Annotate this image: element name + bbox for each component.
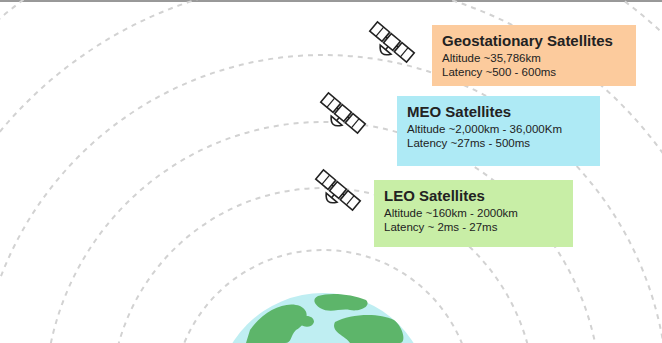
- orbit-arc: [173, 250, 473, 343]
- earth: [216, 293, 430, 343]
- box-detail: Latency ~ 2ms - 27ms: [384, 220, 563, 234]
- orbit-arc: [0, 55, 662, 343]
- box-heading: LEO Satellites: [384, 186, 563, 205]
- box-heading: MEO Satellites: [407, 102, 590, 121]
- earth-land: [300, 316, 314, 327]
- earth-ocean: [216, 293, 430, 343]
- orbit-info-box: Geostationary SatellitesAltitude ~35,786…: [432, 25, 636, 86]
- satellite-icon: [315, 93, 365, 140]
- box-detail: Latency ~500 - 600ms: [442, 65, 626, 79]
- earth-land: [334, 315, 403, 343]
- box-detail: Altitude ~2,000km - 36,000Km: [407, 122, 590, 136]
- box-detail: Altitude ~35,786km: [442, 51, 626, 65]
- box-detail: Altitude ~160km - 2000km: [384, 206, 563, 220]
- earth-land: [246, 304, 307, 343]
- orbit-info-box: LEO SatellitesAltitude ~160km - 2000kmLa…: [374, 180, 573, 247]
- box-detail: Latency ~27ms - 500ms: [407, 136, 590, 150]
- box-heading: Geostationary Satellites: [442, 31, 626, 50]
- orbit-info-box: MEO SatellitesAltitude ~2,000km - 36,000…: [397, 96, 600, 166]
- top-rule: [0, 1, 662, 2]
- satellite-icon: [310, 170, 360, 217]
- satellite-icon: [364, 22, 414, 69]
- earth-land: [314, 294, 367, 311]
